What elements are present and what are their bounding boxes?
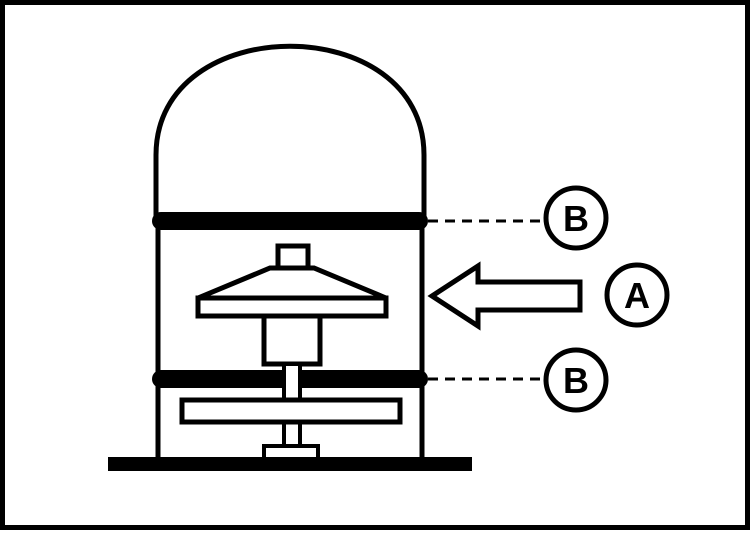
callout-circle-lower-b bbox=[543, 347, 609, 413]
valve-disc bbox=[195, 295, 389, 319]
upper-band bbox=[152, 212, 428, 230]
arrow-left-icon bbox=[427, 261, 583, 331]
dome-outline bbox=[153, 43, 427, 220]
callout-label-lower-b: B bbox=[563, 360, 589, 401]
callout-circle-a bbox=[604, 262, 670, 328]
base-bar bbox=[108, 457, 472, 471]
lower-plate bbox=[179, 397, 403, 425]
valve-cone bbox=[197, 265, 387, 301]
callout-label-upper-b: B bbox=[563, 198, 589, 239]
callout-circle-upper-b bbox=[543, 185, 609, 251]
valve-top-knob bbox=[275, 243, 311, 271]
valve-body bbox=[261, 313, 323, 367]
callout-label-a: A bbox=[624, 275, 650, 316]
